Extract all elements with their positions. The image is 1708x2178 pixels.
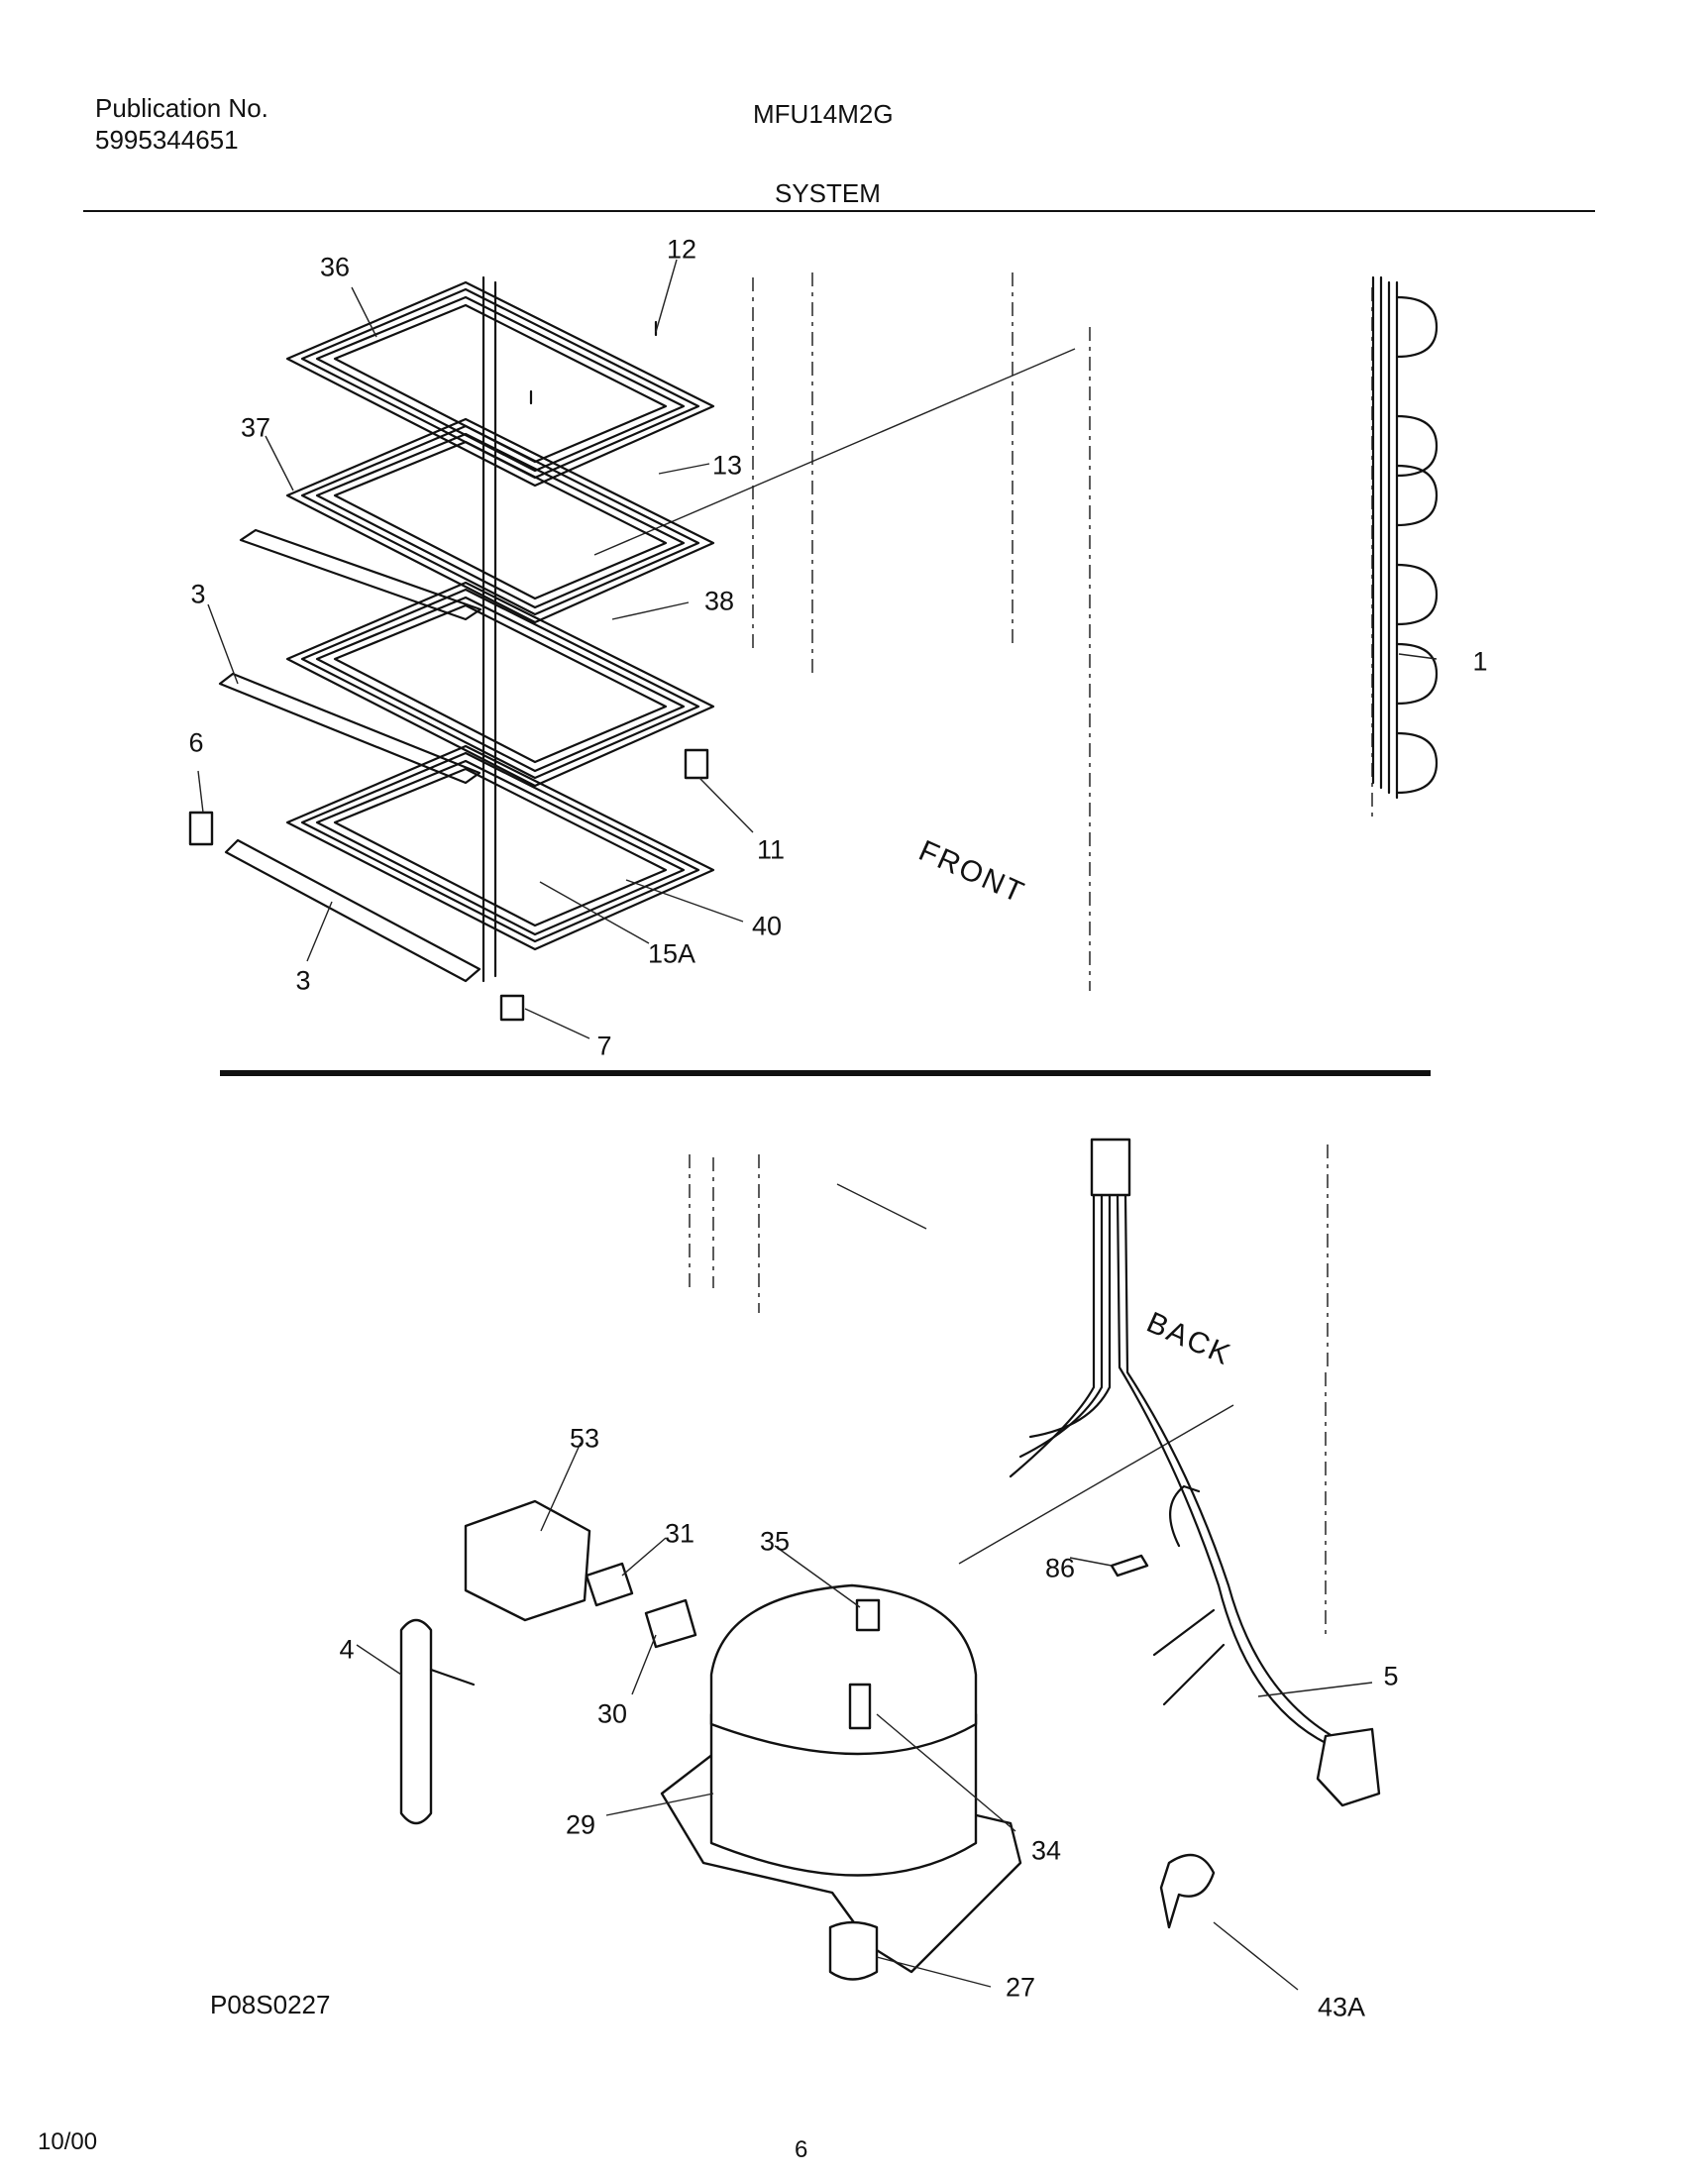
shelf-fasteners-12-13 [529, 320, 658, 405]
callout-37: 37 [240, 412, 271, 443]
callout-7: 7 [596, 1031, 612, 1061]
drier-filter-4 [399, 1618, 433, 1825]
callout-3-upper: 3 [190, 579, 206, 609]
harness-connector [1090, 1138, 1131, 1197]
callout-6: 6 [188, 727, 204, 758]
clamp-43a [1159, 1853, 1216, 1929]
evaporator-shelf-assembly [188, 275, 715, 1022]
callout-1: 1 [1472, 646, 1488, 677]
callout-30: 30 [596, 1698, 628, 1729]
compressor-tube-34 [848, 1683, 872, 1730]
bracket-11 [684, 748, 709, 780]
callout-4: 4 [339, 1634, 355, 1665]
callout-5: 5 [1383, 1661, 1399, 1691]
ground-screw-86 [1110, 1554, 1149, 1578]
wiring-harness-5 [1009, 1138, 1381, 1807]
callout-86: 86 [1044, 1553, 1076, 1583]
rail-clip-7 [499, 994, 525, 1022]
rail-clip-6 [188, 811, 214, 846]
condenser-coil-1 [1371, 275, 1439, 800]
publication-label: Publication No. [95, 93, 268, 123]
compressor-assembly [399, 1499, 1216, 1981]
evaporator-shelf-40 [285, 744, 715, 951]
callout-13: 13 [711, 450, 743, 481]
callout-40: 40 [751, 911, 783, 941]
power-plug [1316, 1727, 1381, 1807]
callout-3-lower: 3 [295, 965, 311, 996]
lower-cabinet-outline [689, 1144, 1329, 1635]
shelf-support-rail-lower [224, 838, 481, 983]
callout-11: 11 [756, 834, 786, 865]
model-number: MFU14M2G [753, 99, 894, 129]
section-divider [220, 1070, 1431, 1076]
section-title: SYSTEM [775, 178, 881, 208]
shelf-support-rail-middle [218, 672, 481, 785]
compressor-bolt-35 [855, 1598, 881, 1632]
callout-36: 36 [319, 252, 351, 282]
evaporator-shelf-36 [285, 280, 715, 488]
compressor-grommet-27 [828, 1920, 879, 1981]
callout-29: 29 [565, 1809, 596, 1840]
header-rule [83, 210, 1595, 212]
callout-35: 35 [759, 1526, 791, 1557]
callout-27: 27 [1005, 1972, 1036, 2003]
page-number: 6 [795, 2136, 808, 2163]
evaporator-shelf-38 [285, 581, 715, 788]
callout-34: 34 [1030, 1835, 1062, 1866]
compressor-body-29 [709, 1712, 978, 1877]
relay-cover-53 [464, 1499, 591, 1622]
callout-31: 31 [664, 1518, 695, 1549]
relay-30 [644, 1598, 697, 1649]
publication-number: 5995344651 [95, 125, 239, 155]
lower-leader-lines [356, 1442, 1373, 1991]
callout-15a: 15A [647, 938, 696, 969]
callout-12: 12 [666, 234, 697, 265]
callout-43a: 43A [1317, 1992, 1366, 2022]
shelf-support-rail-upper [239, 528, 482, 621]
callout-38: 38 [703, 586, 735, 616]
callout-53: 53 [569, 1423, 600, 1454]
overload-31 [585, 1562, 634, 1607]
evaporator-riser-tube [481, 275, 497, 983]
footer-date: 10/00 [38, 2128, 98, 2155]
evaporator-shelf-37 [285, 417, 715, 624]
compressor-dome [709, 1583, 978, 1756]
drawing-id: P08S0227 [210, 1990, 331, 2019]
upper-leader-lines [197, 259, 1438, 1039]
